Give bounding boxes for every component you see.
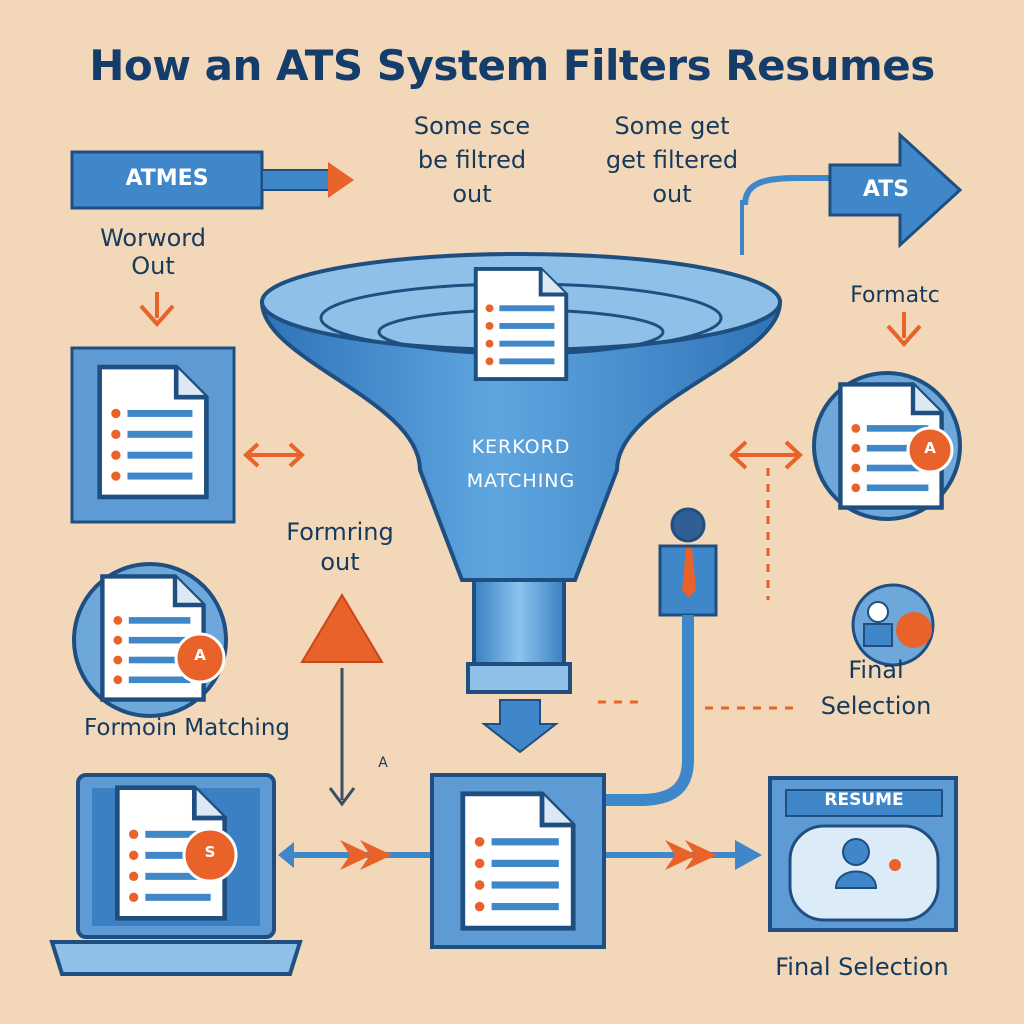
a-badge-right-icon: [906, 426, 954, 474]
ats-arrow-icon: [740, 131, 963, 255]
small-a-text: A: [378, 755, 388, 771]
final-selection-label: Final Selection: [775, 953, 949, 981]
resume-card-center: [430, 773, 606, 949]
funnel-line2: MATCHING: [466, 470, 576, 492]
be-filtred-label: be filtred: [417, 146, 527, 174]
atmes-label: ATMES: [125, 166, 209, 191]
a-badge-left-icon: [174, 632, 226, 684]
resume-document-icon: [100, 367, 207, 497]
small-person-circle: [851, 583, 935, 667]
warning-triangle-icon: [300, 593, 384, 807]
final-line1: Final: [848, 656, 904, 684]
some-see-label: Some sce: [413, 112, 531, 140]
resume-header-label: RESUME: [824, 790, 904, 810]
a-badge-right-text: A: [924, 439, 936, 457]
resume-circle-left: [72, 562, 228, 718]
worword-out-label: Out: [131, 252, 175, 280]
double-arrow-right-icon: [729, 440, 803, 470]
double-arrow-left-icon: [243, 442, 305, 468]
resume-circle-right: [812, 371, 962, 521]
resume-card-left: [70, 346, 236, 524]
funnel-line1: KERKORD: [471, 436, 571, 458]
out-left-label: out: [452, 180, 492, 208]
get-filtered-label: get filtered: [605, 146, 739, 174]
down-arrow-right-icon: [886, 312, 922, 348]
formoin-matching-label: Formoin Matching: [83, 715, 291, 741]
person-icon: [658, 507, 718, 617]
a-badge-left-text: A: [194, 646, 206, 664]
out-right-label: out: [652, 180, 692, 208]
formring-out-label: out: [320, 548, 360, 576]
down-arrow-left-icon: [139, 292, 175, 328]
resume-profile-card: [768, 776, 958, 932]
funnel-icon: [259, 252, 783, 754]
s-badge-text: S: [204, 843, 216, 861]
s-badge-icon: [182, 827, 238, 883]
page-title: How an ATS System Filters Resumes: [89, 41, 935, 90]
connector-pipe: [600, 615, 694, 806]
formring-label: Formring: [286, 518, 394, 546]
formatc-label: Formatc: [850, 283, 940, 308]
atmes-pill: [70, 150, 354, 210]
ats-label: ATS: [862, 177, 910, 202]
final-line2: Selection: [820, 692, 932, 720]
laptop-icon: [49, 773, 303, 976]
worword-label: Worword: [100, 224, 206, 252]
some-get-label: Some get: [614, 112, 730, 140]
